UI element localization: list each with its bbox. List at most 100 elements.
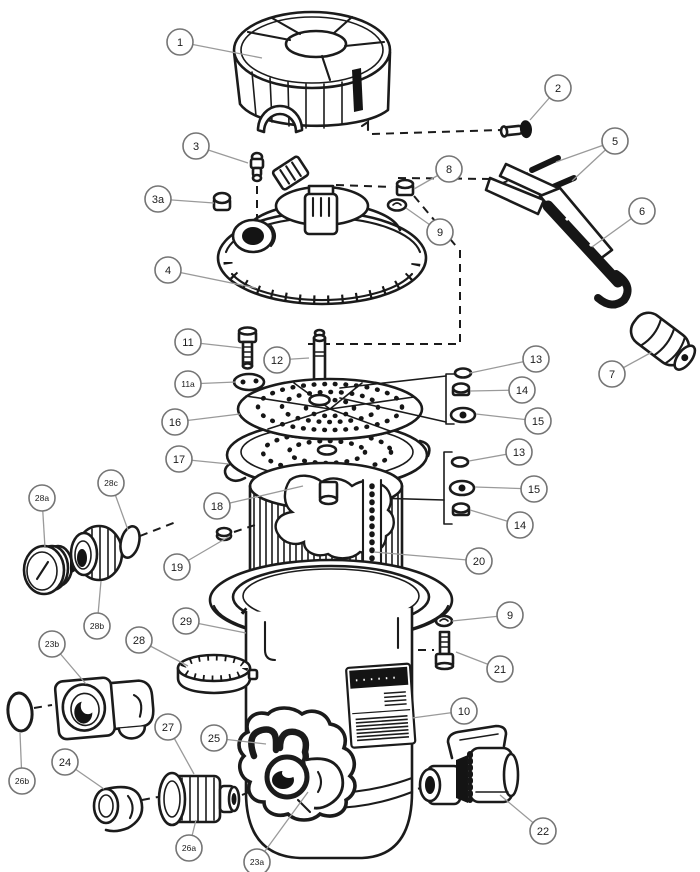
- callout-circle[interactable]: [38, 630, 66, 658]
- callout-circle[interactable]: [97, 469, 125, 497]
- callout-25[interactable]: 25: [200, 724, 267, 752]
- oring-13-lower: [450, 456, 470, 468]
- callout-5[interactable]: 5: [555, 127, 629, 182]
- callout-9[interactable]: 9: [405, 207, 454, 246]
- callout-circle[interactable]: [28, 484, 56, 512]
- callout-circle[interactable]: [435, 155, 463, 183]
- callout-circle[interactable]: [8, 767, 36, 795]
- hardware-stack-upper: [339, 367, 477, 425]
- bulkhead-fitting: [157, 771, 241, 827]
- clamp-nut: [395, 178, 415, 197]
- callout-28[interactable]: 28: [125, 626, 189, 667]
- valve-handle: [446, 724, 508, 760]
- callout-3a[interactable]: 3a: [144, 185, 215, 213]
- callout-2[interactable]: 2: [529, 74, 572, 121]
- callout-circle[interactable]: [601, 127, 629, 155]
- nut-14-lower: [451, 502, 471, 517]
- callout-label: 28: [133, 635, 145, 647]
- callout-circle[interactable]: [263, 346, 291, 374]
- callout-circle[interactable]: [161, 408, 189, 436]
- leader-line: [256, 791, 309, 863]
- callout-circle[interactable]: [125, 626, 153, 654]
- callout-circle[interactable]: [426, 218, 454, 246]
- callout-label: 2: [555, 83, 561, 95]
- callout-14[interactable]: 14: [469, 376, 536, 404]
- callout-circle[interactable]: [165, 445, 193, 473]
- callout-1[interactable]: 1: [166, 28, 263, 59]
- callout-11a[interactable]: 11a: [174, 370, 237, 398]
- callout-13[interactable]: 13: [469, 345, 550, 374]
- callout-24[interactable]: 24: [51, 748, 105, 790]
- callout-circle[interactable]: [628, 197, 656, 225]
- callout-15[interactable]: 15: [475, 407, 552, 435]
- callout-28a[interactable]: 28a: [28, 484, 56, 549]
- air-relief-valve: [249, 151, 265, 183]
- callout-26b[interactable]: 26b: [8, 732, 36, 795]
- callout-circle[interactable]: [182, 132, 210, 160]
- callout-6[interactable]: 6: [591, 197, 656, 248]
- callout-8[interactable]: 8: [413, 155, 463, 190]
- callout-21[interactable]: 21: [455, 651, 514, 683]
- callout-circle[interactable]: [175, 834, 203, 862]
- callout-circle[interactable]: [174, 370, 202, 398]
- callout-circle[interactable]: [522, 345, 550, 373]
- callout-circle[interactable]: [51, 748, 79, 776]
- callout-27[interactable]: 27: [154, 713, 195, 775]
- callout-3[interactable]: 3: [182, 132, 249, 164]
- relief-valve-cap: [212, 191, 232, 212]
- callout-23b[interactable]: 23b: [38, 630, 87, 685]
- callout-circle[interactable]: [166, 28, 194, 56]
- callout-circle[interactable]: [163, 553, 191, 581]
- callout-label: 20: [473, 556, 485, 568]
- callout-circle[interactable]: [505, 438, 533, 466]
- callout-28b[interactable]: 28b: [83, 580, 111, 640]
- callout-15[interactable]: 15: [474, 475, 548, 503]
- callout-circle[interactable]: [529, 817, 557, 845]
- callout-29[interactable]: 29: [172, 607, 247, 635]
- callout-circle[interactable]: [508, 376, 536, 404]
- callout-26a[interactable]: 26a: [175, 819, 203, 862]
- callout-19[interactable]: 19: [163, 535, 231, 581]
- callout-17[interactable]: 17: [165, 445, 230, 473]
- callout-14[interactable]: 14: [469, 509, 534, 539]
- callout-10[interactable]: 10: [411, 697, 478, 725]
- callout-circle[interactable]: [465, 547, 493, 575]
- grid-bolt: [237, 326, 258, 370]
- callout-16[interactable]: 16: [161, 408, 241, 436]
- callout-label: 9: [437, 227, 443, 239]
- callout-28c[interactable]: 28c: [97, 469, 129, 531]
- callout-13[interactable]: 13: [468, 438, 533, 466]
- callout-circle[interactable]: [544, 74, 572, 102]
- callout-18[interactable]: 18: [203, 485, 304, 520]
- callout-circle[interactable]: [506, 511, 534, 539]
- callout-circle[interactable]: [496, 601, 524, 629]
- callout-circle[interactable]: [243, 848, 271, 872]
- clamp-washer: [386, 198, 408, 212]
- callout-circle[interactable]: [486, 655, 514, 683]
- callout-label: 18: [211, 501, 223, 513]
- callout-circle[interactable]: [174, 328, 202, 356]
- callout-12[interactable]: 12: [263, 346, 310, 374]
- callout-circle[interactable]: [83, 612, 111, 640]
- callout-7[interactable]: 7: [598, 351, 653, 388]
- callout-circle[interactable]: [200, 724, 228, 752]
- callout-circle[interactable]: [598, 360, 626, 388]
- leader-line: [179, 41, 263, 59]
- callout-circle[interactable]: [154, 713, 182, 741]
- callout-22[interactable]: 22: [499, 794, 557, 845]
- callout-circle[interactable]: [450, 697, 478, 725]
- gauge-needle: [35, 560, 50, 581]
- callout-circle[interactable]: [524, 407, 552, 435]
- callout-20[interactable]: 20: [373, 547, 493, 575]
- callout-circle[interactable]: [203, 492, 231, 520]
- callout-23a[interactable]: 23a: [243, 791, 309, 872]
- callout-9[interactable]: 9: [451, 601, 524, 629]
- callout-circle[interactable]: [154, 256, 182, 284]
- gasket-m-rib: [248, 726, 280, 760]
- callout-11[interactable]: 11: [174, 328, 243, 356]
- callout-circle[interactable]: [520, 475, 548, 503]
- callout-4[interactable]: 4: [154, 256, 257, 289]
- leader-line: [216, 485, 304, 507]
- callout-circle[interactable]: [172, 607, 200, 635]
- callout-circle[interactable]: [144, 185, 172, 213]
